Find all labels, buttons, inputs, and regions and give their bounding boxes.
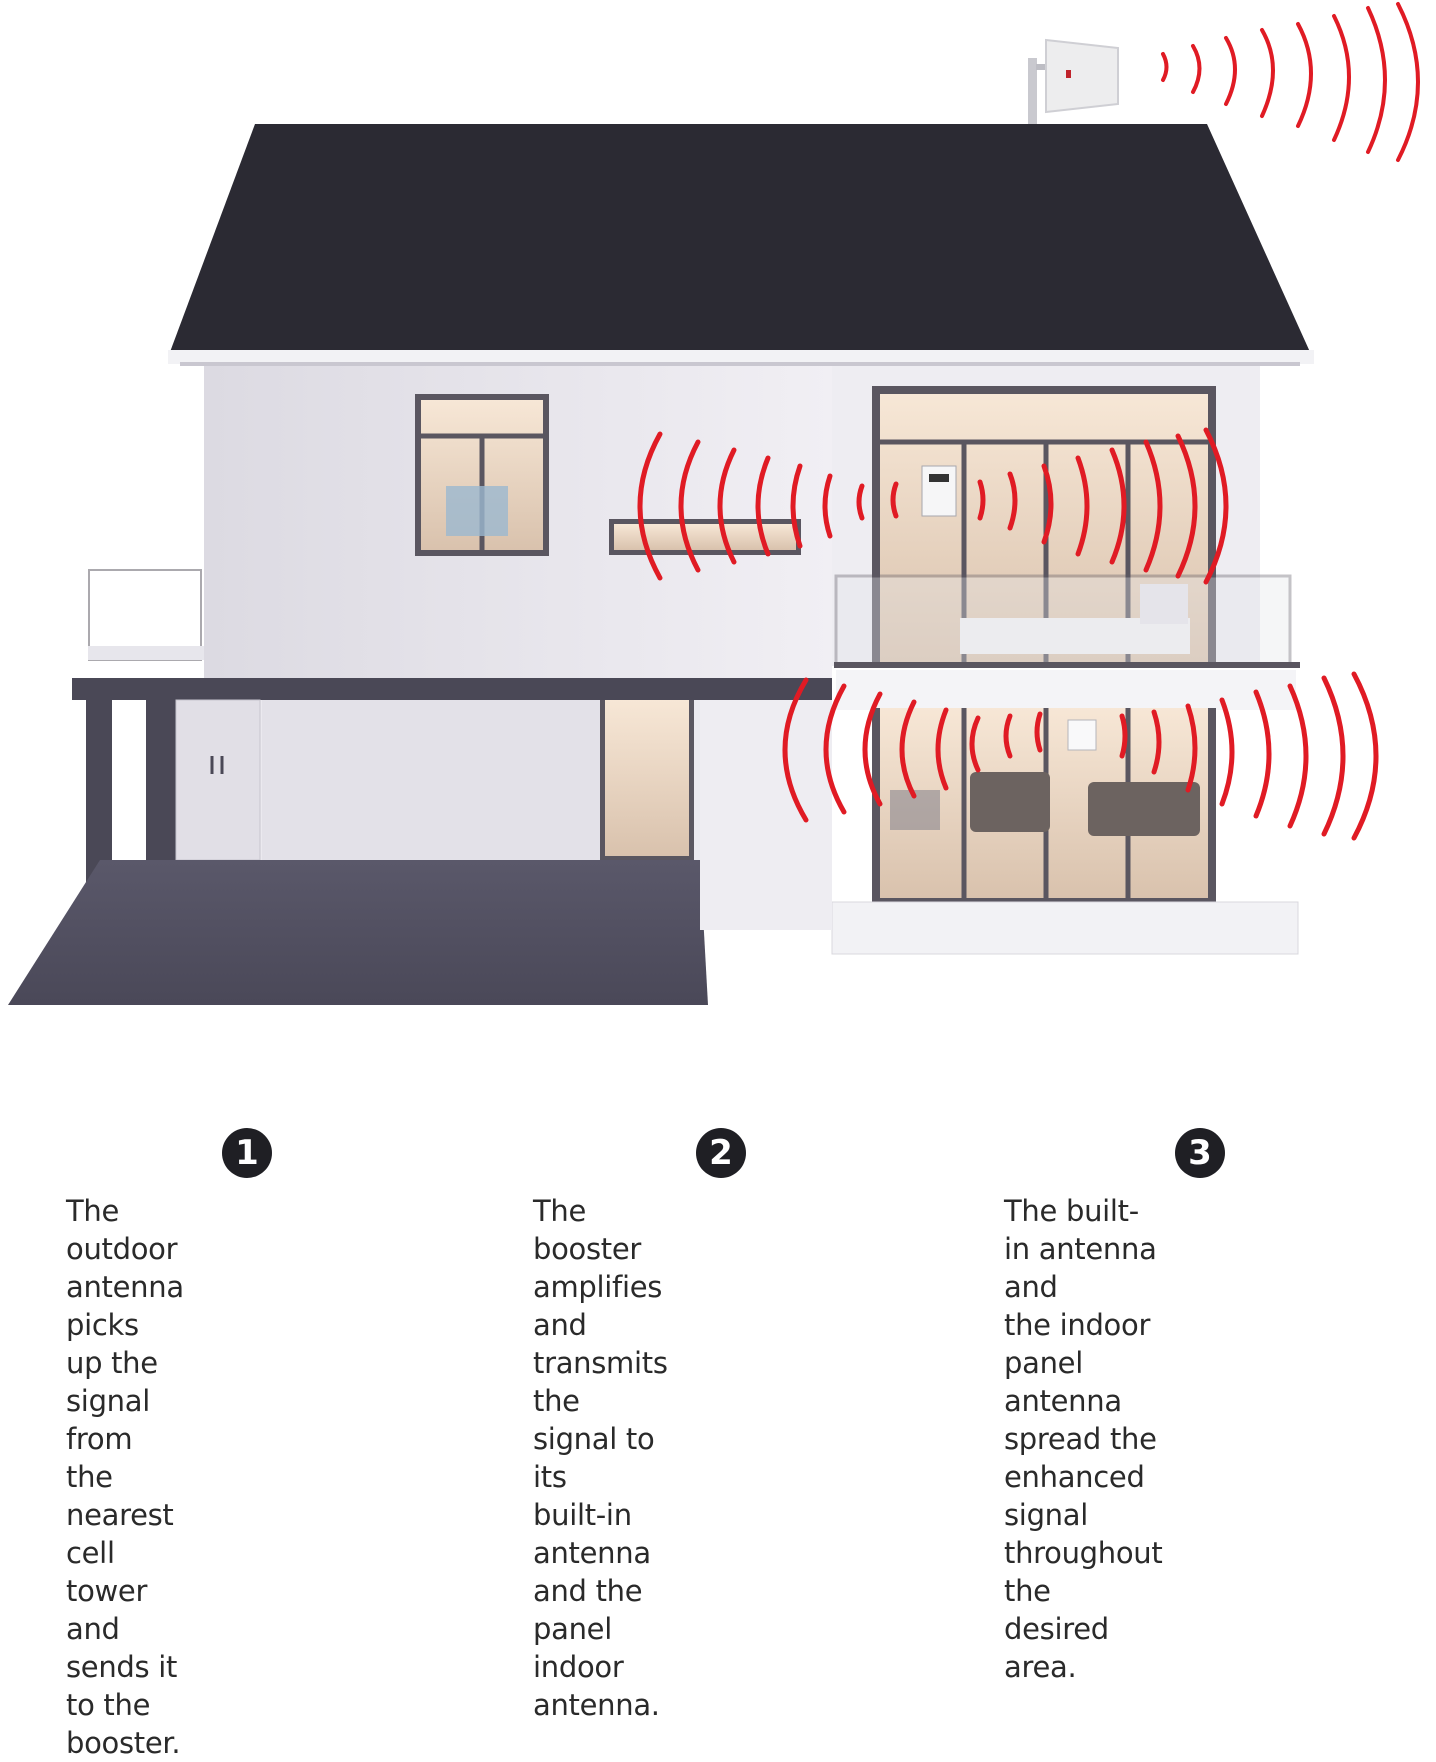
- step-description: The booster amplifies and transmits the …: [533, 1194, 668, 1722]
- front-door: [175, 699, 261, 861]
- garage-wall: [262, 700, 600, 860]
- signal-wave-icon: [1119, 671, 1379, 841]
- step-description: The built-in antenna and the indoor pane…: [1004, 1194, 1163, 1684]
- signal-wave-icon: [637, 431, 899, 581]
- upper-balcony: [834, 574, 1300, 668]
- step-number-badge: 2: [696, 1128, 746, 1178]
- indoor-panel-antenna-icon: [1067, 719, 1097, 751]
- signal-wave-icon: [977, 427, 1229, 585]
- right-floor-slab: [836, 670, 1296, 710]
- house-diagram: [8, 2, 1420, 1005]
- upper-window: [415, 394, 549, 556]
- left-balcony: [88, 569, 204, 661]
- step-description: The outdoor antenna picks up the signal …: [66, 1194, 184, 1760]
- driveway: [8, 860, 708, 1005]
- lower-right-base: [831, 901, 1299, 955]
- outdoor-antenna-icon: [1028, 38, 1119, 128]
- floor-band: [72, 678, 832, 700]
- roof: [168, 124, 1314, 366]
- strip-window: [609, 519, 801, 555]
- step-number-badge: 1: [222, 1128, 272, 1178]
- signal-wave-icon: [782, 677, 1043, 823]
- right-side-wall: [700, 700, 832, 930]
- signal-wave-icon: [1161, 2, 1420, 162]
- booster-icon: [921, 465, 957, 517]
- step-number-badge: 3: [1175, 1128, 1225, 1178]
- garage-window: [600, 700, 694, 860]
- lower-glass-room: [872, 708, 1216, 902]
